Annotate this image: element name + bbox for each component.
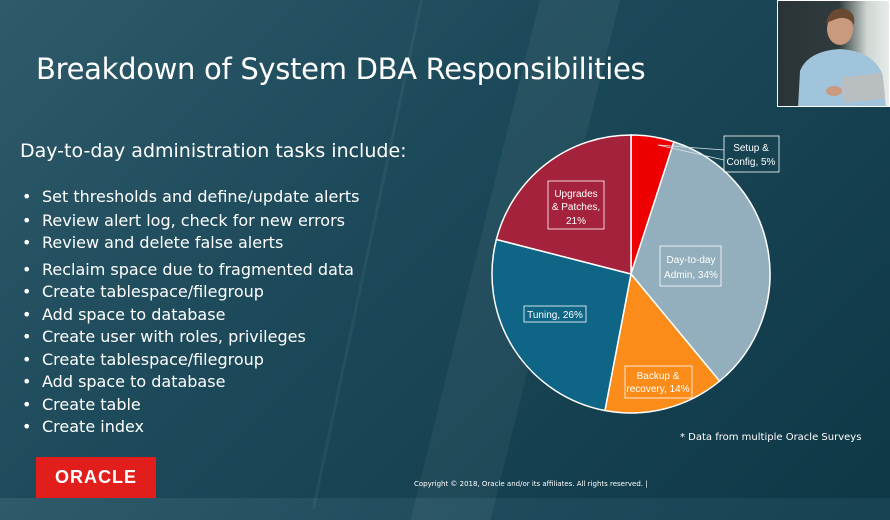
- task-item: Add space to database: [20, 304, 360, 327]
- survey-note: * Data from multiple Oracle Surveys: [680, 432, 862, 443]
- label-backup-recovery: Backup & recovery, 14%: [624, 365, 693, 399]
- task-item: Review and delete false alerts: [20, 232, 360, 255]
- oracle-logo: ORACLE: [36, 457, 156, 498]
- task-list: Set thresholds and define/update alerts …: [20, 186, 360, 439]
- svg-text:Tuning, 26%: Tuning, 26%: [527, 310, 583, 321]
- task-item: Create tablespace/filegroup: [20, 281, 360, 304]
- label-upgrades-patches: Upgrades & Patches, 21%: [547, 180, 605, 230]
- label-setup-config: Setup & Config, 5%: [723, 135, 780, 173]
- svg-text:Config, 5%: Config, 5%: [727, 157, 776, 168]
- label-tuning: Tuning, 26%: [523, 305, 587, 323]
- task-item: Create user with roles, privileges: [20, 326, 360, 349]
- svg-text:Upgrades: Upgrades: [554, 189, 597, 200]
- pie-slice-day-to-day-admin: [630, 140, 771, 383]
- task-item: Set thresholds and define/update alerts: [20, 186, 360, 209]
- svg-text:Backup &: Backup &: [637, 371, 680, 382]
- pie-slice-tuning: [491, 238, 632, 412]
- task-item: Reclaim space due to fragmented data: [20, 259, 360, 282]
- svg-text:& Patches,: & Patches,: [552, 202, 600, 213]
- task-item: Create index: [20, 416, 360, 439]
- svg-text:Admin, 34%: Admin, 34%: [664, 270, 718, 281]
- label-day-to-day-admin: Day-to-day Admin, 34%: [659, 245, 722, 287]
- svg-text:Day-to-day: Day-to-day: [667, 255, 716, 266]
- svg-text:Setup &: Setup &: [733, 143, 769, 154]
- copyright-text: Copyright © 2018, Oracle and/or its affi…: [414, 480, 648, 488]
- slide-title: Breakdown of System DBA Responsibilities: [36, 52, 646, 86]
- task-item: Create table: [20, 394, 360, 417]
- slide-subtitle: Day-to-day administration tasks include:: [20, 140, 407, 162]
- svg-text:21%: 21%: [566, 216, 586, 227]
- task-item: Review alert log, check for new errors: [20, 210, 360, 233]
- task-item: Add space to database: [20, 371, 360, 394]
- pie-slice-backup-recovery: [604, 272, 721, 414]
- pie-slice-upgrades-patches: [495, 134, 632, 275]
- svg-text:recovery, 14%: recovery, 14%: [626, 384, 689, 395]
- pie-chart: Setup & Config, 5% Day-to-day Admin, 34%…: [491, 134, 780, 414]
- presenter-photo: [777, 0, 890, 107]
- task-item: Create tablespace/filegroup: [20, 349, 360, 372]
